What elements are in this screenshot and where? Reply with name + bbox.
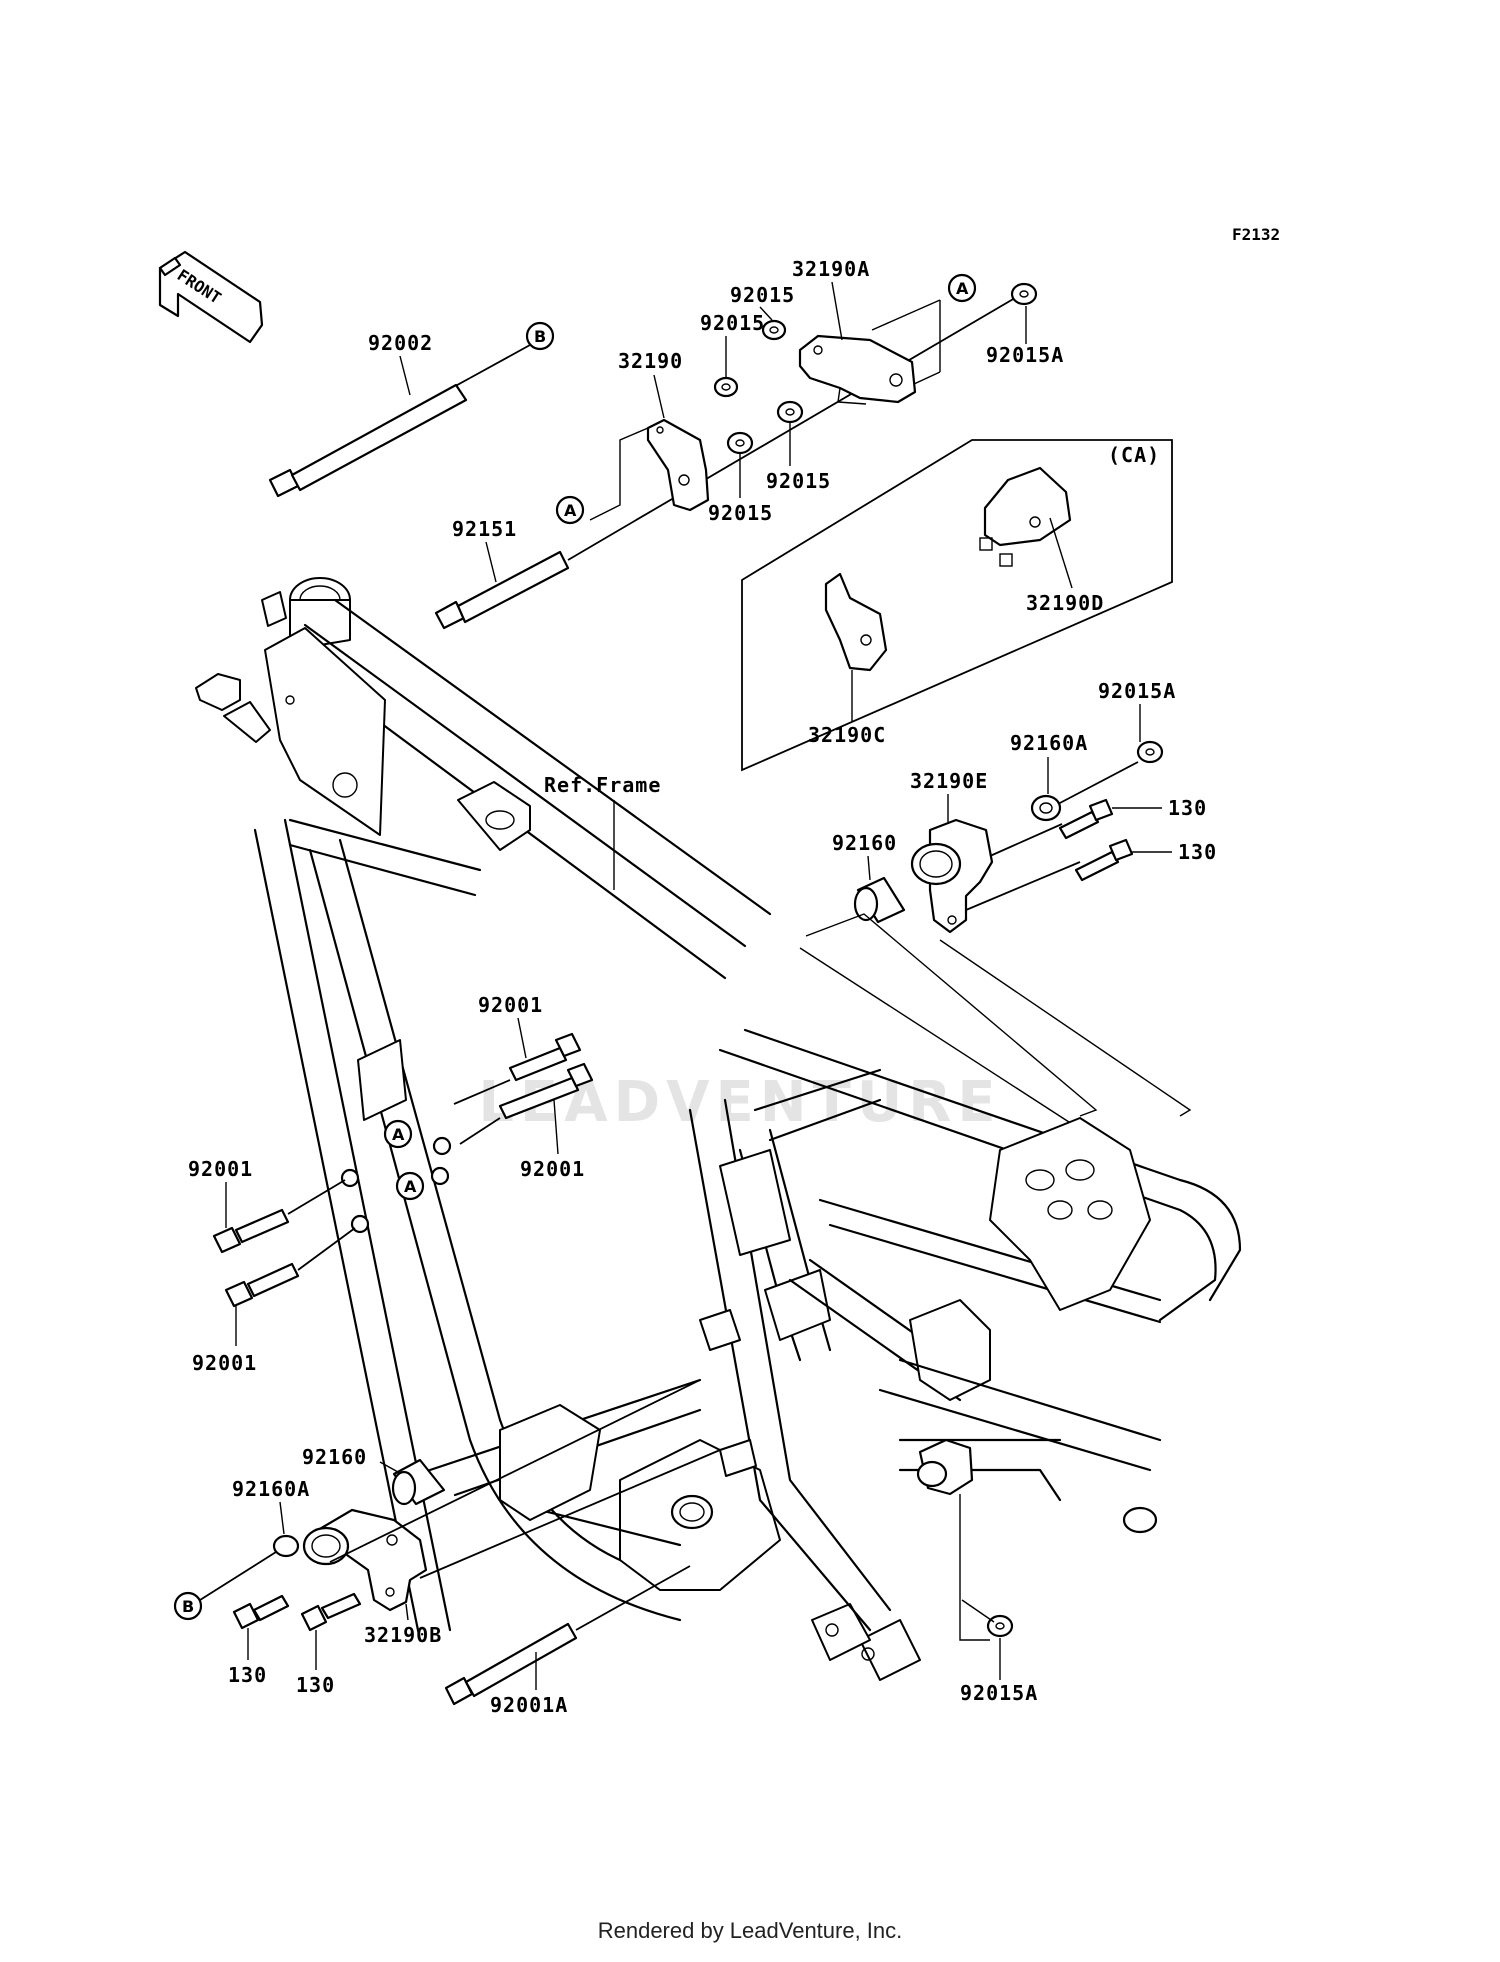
- nut-92015-mid3: [776, 400, 804, 424]
- bolt-130-right2: [1074, 838, 1134, 882]
- label-92001-left: 92001: [188, 1157, 253, 1181]
- bracket-32190: [646, 418, 710, 512]
- label-130-b1: 130: [228, 1663, 267, 1687]
- label-92160a-bottom: 92160A: [232, 1477, 310, 1501]
- label-92015a-top: 92015A: [986, 343, 1064, 367]
- marker-a-1: A: [555, 495, 585, 525]
- nut-92015a-right: [1136, 740, 1164, 764]
- bracket-32190c: [824, 572, 888, 672]
- collar-92160-bottom: [391, 1458, 446, 1506]
- label-92001-mid: 92001: [520, 1157, 585, 1181]
- collar-92160-right: [853, 876, 906, 924]
- bolt-130-bottom2: [300, 1592, 362, 1632]
- label-92002: 92002: [368, 331, 433, 355]
- svg-text:A: A: [404, 1177, 417, 1196]
- label-92015a-bottom: 92015A: [960, 1681, 1038, 1705]
- footer-credit: Rendered by LeadVenture, Inc.: [597, 1918, 903, 1943]
- bolt-92002: [268, 344, 531, 498]
- label-92160-right: 92160: [832, 831, 897, 855]
- label-32190a: 32190A: [792, 257, 870, 281]
- label-92151: 92151: [452, 517, 517, 541]
- marker-b-top: B: [525, 321, 555, 351]
- marker-a-3: A: [383, 1119, 413, 1149]
- label-130-r1: 130: [1168, 796, 1207, 820]
- label-92160-bottom: 92160: [302, 1445, 367, 1469]
- washer-92160a-right: [1030, 794, 1062, 822]
- svg-text:B: B: [534, 327, 546, 346]
- ca-variant-box: (CA) 32190D 32190C: [741, 439, 1173, 772]
- label-32190e: 32190E: [910, 769, 988, 793]
- marker-a-2: A: [947, 273, 977, 303]
- bracket-32190a: [798, 334, 917, 405]
- nut-92015a-bottom: [986, 1614, 1014, 1638]
- nut-92015-top: [761, 319, 787, 341]
- diagram-code: F2132: [1232, 225, 1280, 244]
- mount-32190e: [910, 818, 994, 934]
- ref-frame-label: Ref.Frame: [544, 773, 661, 797]
- bolt-92001-mid: [498, 1062, 594, 1120]
- bolt-92001-left: [212, 1208, 290, 1254]
- label-92001-left2: 92001: [192, 1351, 257, 1375]
- label-92015-top2: 92015: [700, 311, 765, 335]
- marker-a-4: A: [395, 1171, 425, 1201]
- label-32190: 32190: [618, 349, 683, 373]
- bolt-92001-left2: [224, 1262, 300, 1308]
- label-92015-mid2: 92015: [766, 469, 831, 493]
- bolt-92001-top: [508, 1032, 582, 1082]
- label-92015-mid1: 92015: [708, 501, 773, 525]
- mount-32190b: [302, 1508, 428, 1612]
- frame: [195, 577, 1242, 1681]
- ca-label: (CA): [1108, 443, 1160, 467]
- bolt-92001a: [444, 1622, 578, 1706]
- svg-text:A: A: [392, 1125, 405, 1144]
- label-92160a-right: 92160A: [1010, 731, 1088, 755]
- label-32190d: 32190D: [1026, 591, 1104, 615]
- nut-92015-mid1: [713, 376, 739, 398]
- bolt-130-right1: [1058, 798, 1114, 840]
- label-92001a: 92001A: [490, 1693, 568, 1717]
- bolt-130-bottom1: [232, 1594, 290, 1630]
- svg-text:A: A: [956, 279, 969, 298]
- bolt-92151: [434, 550, 570, 630]
- bracket-32190d: [979, 466, 1072, 567]
- label-32190b: 32190B: [364, 1623, 442, 1647]
- front-arrow-icon: FRONT: [158, 250, 264, 344]
- svg-text:A: A: [564, 501, 577, 520]
- nut-92015-mid2: [726, 431, 754, 455]
- label-92015a-right: 92015A: [1098, 679, 1176, 703]
- label-130-r2: 130: [1178, 840, 1217, 864]
- rear-mount-bottom: [916, 1438, 974, 1496]
- label-92001-top: 92001: [478, 993, 543, 1017]
- washer-92160a-bottom: [272, 1534, 300, 1558]
- svg-text:B: B: [182, 1597, 194, 1616]
- nut-92015a-top: [1010, 282, 1038, 306]
- label-32190c: 32190C: [808, 723, 886, 747]
- label-130-b2: 130: [296, 1673, 335, 1697]
- marker-b-bottom: B: [173, 1591, 203, 1621]
- label-92015-top1: 92015: [730, 283, 795, 307]
